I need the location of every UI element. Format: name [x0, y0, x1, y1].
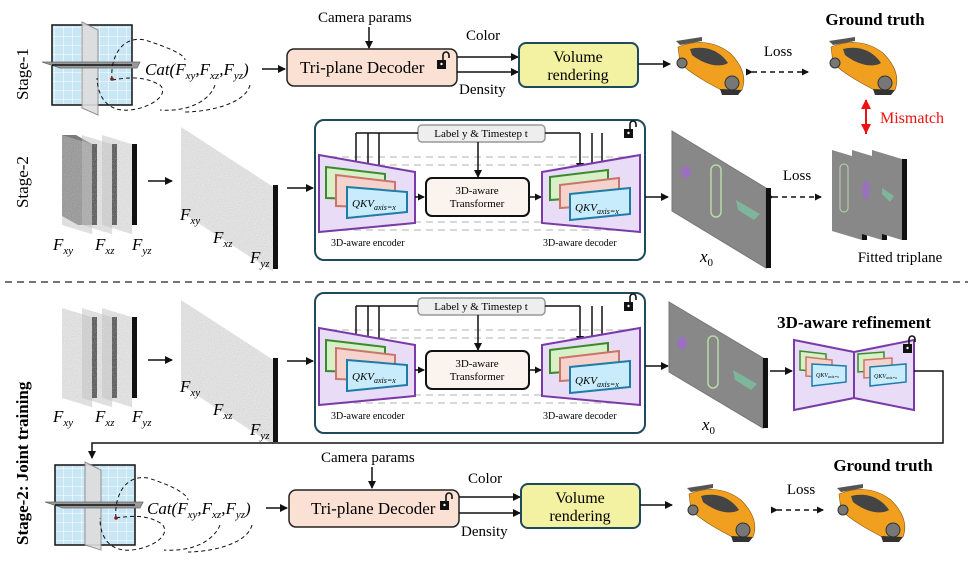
encoder-label-stage2: 3D-aware encoder [331, 238, 405, 249]
concatenated-triplane-stage2 [181, 127, 278, 272]
fitted-triplane [832, 150, 907, 240]
unlock-icon [624, 120, 637, 138]
x0-output-stage2 [671, 130, 771, 269]
diffusion-module-joint: Label y & Timestep t QKVaxis=x 3D-aware … [314, 292, 646, 434]
fitted-triplane-label: Fitted triplane [858, 250, 943, 266]
plane-label-fyz-joint: Fyz [131, 407, 152, 429]
loss-label-stage1: Loss [764, 44, 793, 60]
rendered-car-joint [687, 484, 756, 542]
volume-rendering-joint [520, 483, 641, 529]
transformer-label-line1: 3D-aware [455, 185, 498, 197]
plane-label-fxy-joint: Fxy [52, 407, 73, 429]
svg-text:QKVaxis=x: QKVaxis=x [816, 373, 839, 379]
volume-rendering-label-line1-joint: Volume [555, 490, 604, 507]
label-timestep-box: Label y & Timestep t [434, 128, 528, 140]
decoder-label-stage2: 3D-aware decoder [543, 238, 617, 249]
ground-truth-label-stage1: Ground truth [825, 10, 925, 29]
triplane-decoder-joint [288, 489, 460, 528]
loss-label-joint: Loss [787, 482, 816, 498]
transformer-box-stage2 [425, 177, 530, 217]
loss-label-stage2: Loss [783, 168, 812, 184]
volume-rendering-label-line2-joint: rendering [549, 508, 610, 525]
transformer-label-line2: Transformer [450, 198, 505, 210]
concat-label-fxy-stage2: Fxy [179, 205, 200, 227]
stage2-label: Stage-2 [13, 156, 32, 208]
volume-rendering-label-line1: Volume [553, 49, 602, 66]
ground-truth-label-joint: Ground truth [833, 456, 933, 475]
stage2-joint-label: Stage-2: Joint training [13, 381, 32, 545]
concat-label-fxy-joint: Fxy [179, 377, 200, 399]
decoder-label-joint: 3D-aware decoder [543, 411, 617, 422]
svg-text:QKVaxis=x: QKVaxis=x [874, 374, 897, 380]
volume-rendering-stage1 [518, 42, 639, 88]
3d-aware-decoder-stage2: QKVaxis=x [541, 153, 641, 234]
diffusion-module-stage2: Label y & Timestep t QKVaxis=x 3D-aware … [314, 119, 646, 261]
transformer-box-joint [425, 350, 530, 390]
cat-expression-stage1: Cat(Fxy,Fxz,Fyz) [145, 60, 249, 82]
color-label-stage1: Color [466, 28, 500, 44]
triplane-decoder-stage1 [286, 48, 458, 87]
x0-label-joint: x0 [701, 415, 716, 437]
camera-params-label-joint: Camera params [321, 450, 415, 466]
triplane-decoder-label-joint: Tri-plane Decoder [311, 499, 436, 518]
stage1-label: Stage-1 [13, 48, 32, 100]
concat-label-fyz-joint: Fyz [249, 420, 270, 442]
density-label-joint: Density [461, 524, 508, 540]
x0-output-joint [668, 301, 768, 429]
cat-expression-joint: Cat(Fxy,Fxz,Fyz) [147, 499, 251, 521]
svg-text:QKVaxis=x: QKVaxis=x [575, 375, 619, 389]
svg-text:QKVaxis=x: QKVaxis=x [352, 371, 396, 385]
concatenated-triplane-joint [181, 300, 278, 445]
ground-truth-car-stage1 [829, 37, 898, 95]
x0-label-stage2: x0 [699, 247, 714, 269]
svg-text:QKVaxis=x: QKVaxis=x [352, 198, 396, 212]
camera-params-label-stage1: Camera params [318, 10, 412, 26]
rendered-car-stage1 [676, 37, 745, 95]
transformer-label-line2-joint: Transformer [450, 371, 505, 383]
unlock-icon [440, 492, 453, 510]
triplane-decoder-label-stage1: Tri-plane Decoder [300, 58, 425, 77]
triplane-grid-joint [44, 461, 253, 553]
concat-label-fxz-joint: Fxz [212, 400, 233, 422]
svg-text:QKVaxis=x: QKVaxis=x [575, 202, 619, 216]
refinement-feedback-line [88, 370, 944, 459]
plane-label-fxy-stage2: Fxy [52, 235, 73, 257]
ground-truth-car-joint [837, 484, 906, 542]
volume-rendering-label-line2: rendering [547, 67, 608, 84]
label-timestep-box-joint: Label y & Timestep t [434, 301, 528, 313]
noisy-triplanes-joint [62, 308, 137, 408]
concat-label-fxz-stage2: Fxz [212, 228, 233, 250]
3d-aware-decoder-joint: QKVaxis=x [541, 326, 641, 407]
noisy-triplanes-stage2 [62, 135, 137, 235]
triplane-grid-stage1 [41, 21, 251, 116]
encoder-label-joint: 3D-aware encoder [331, 411, 405, 422]
plane-label-fxz-stage2: Fxz [94, 235, 115, 257]
refinement-label: 3D-aware refinement [777, 313, 931, 332]
3d-aware-refinement-module: QKVaxis=x QKVaxis=x [793, 338, 915, 412]
unlock-icon [903, 335, 916, 353]
plane-label-fyz-stage2: Fyz [131, 235, 152, 257]
3d-aware-encoder-stage2: QKVaxis=x [318, 153, 416, 234]
unlock-icon [624, 293, 637, 311]
concat-label-fyz-stage2: Fyz [249, 248, 270, 270]
mismatch-label: Mismatch [880, 110, 944, 127]
3d-aware-encoder-joint: QKVaxis=x [318, 326, 416, 407]
plane-label-fxz-joint: Fxz [94, 407, 115, 429]
density-label-stage1: Density [459, 82, 506, 98]
color-label-joint: Color [468, 471, 502, 487]
unlock-icon [437, 51, 450, 69]
transformer-label-line1-joint: 3D-aware [455, 358, 498, 370]
